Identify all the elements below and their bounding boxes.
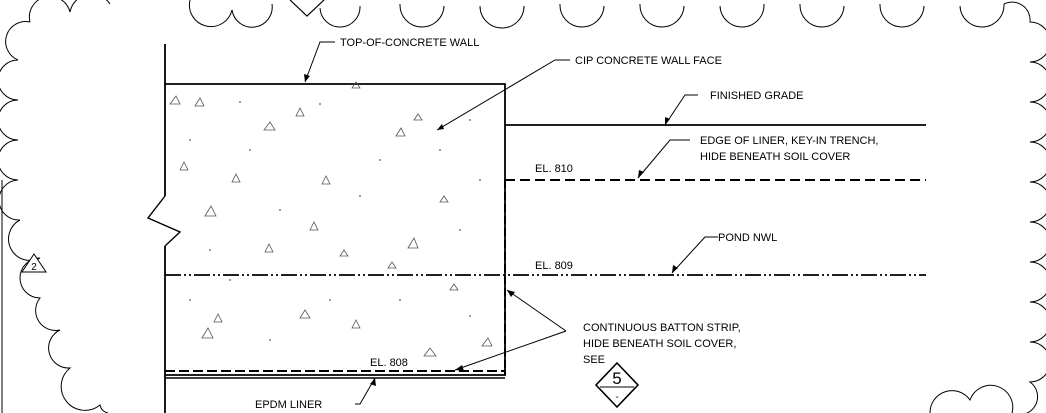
detail-sheet: - [615, 392, 618, 403]
callout-batton-1: CONTINUOUS BATTON STRIP, [583, 322, 741, 334]
leader-arrowheads [304, 74, 678, 386]
callout-batton-3: SEE [583, 354, 605, 366]
callout-finished-grade: FINISHED GRADE [710, 90, 804, 102]
revision-tag-number: 2 [31, 262, 37, 273]
callout-wall-face: CIP CONCRETE WALL FACE [575, 55, 722, 67]
callout-edge-liner-1: EDGE OF LINER, KEY-IN TRENCH, [700, 135, 878, 147]
callout-top-of-wall: TOP-OF-CONCRETE WALL [340, 37, 479, 49]
concrete-wall [146, 44, 506, 413]
elevation-809: EL. 809 [535, 260, 573, 272]
detail-number: 5 [612, 369, 621, 388]
detail-reference-marker[interactable]: 5 - [594, 361, 640, 409]
callout-pond-nwl: POND NWL [718, 232, 777, 244]
callout-edge-liner-2: HIDE BENEATH SOIL COVER [700, 151, 850, 163]
elevation-810: EL. 810 [535, 163, 573, 175]
elevation-808: EL. 808 [370, 357, 408, 369]
concrete-hatch [169, 81, 493, 357]
detail-marker-top [289, 0, 325, 17]
concrete-speckles [189, 101, 481, 341]
revision-tag: 2 [21, 253, 47, 273]
callout-epdm-liner: EPDM LINER [255, 399, 322, 411]
leader-lines [304, 41, 718, 405]
callout-batton-2: HIDE BENEATH SOIL COVER, [583, 338, 736, 350]
